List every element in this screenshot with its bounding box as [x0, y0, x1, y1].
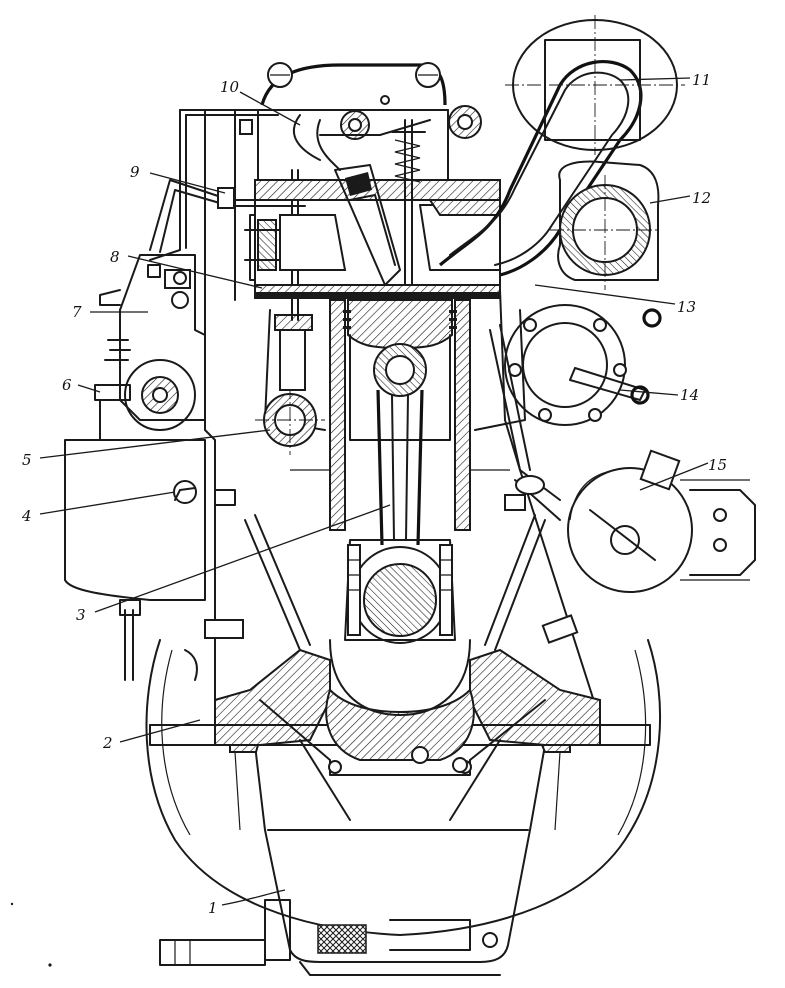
- callouts: 1 2 3 4 5 6 7 8 9 10 11 12 13: [21, 71, 727, 917]
- callout-2: 2: [102, 734, 113, 752]
- alternator: [514, 449, 756, 593]
- callout-15: 15: [708, 456, 727, 474]
- callout-3: 3: [76, 606, 86, 624]
- intake-manifold: [244, 214, 281, 281]
- piston: [343, 299, 457, 441]
- rocker-cover: [257, 62, 482, 181]
- scan-speck: [48, 963, 52, 967]
- callout-6: 6: [62, 376, 72, 394]
- fuel-lines: [149, 109, 306, 261]
- exhaust-manifold: [438, 15, 685, 277]
- callout-10: 10: [220, 78, 240, 96]
- fuel-injector: [293, 114, 401, 286]
- camshaft: [255, 169, 325, 455]
- callout-14: 14: [680, 386, 699, 404]
- scan-speck: [10, 902, 14, 906]
- connecting-rod: [329, 389, 471, 716]
- oil-sump: [159, 744, 571, 976]
- callout-13: 13: [677, 298, 696, 316]
- callout-5: 5: [22, 451, 32, 469]
- auxiliary-drive: [489, 304, 662, 471]
- callout-7: 7: [72, 303, 82, 321]
- callout-1: 1: [208, 899, 218, 917]
- callout-11: 11: [692, 71, 711, 89]
- flywheel-housing: [145, 639, 662, 936]
- compressor-housing: [550, 160, 660, 290]
- cylinder-head: [254, 119, 501, 299]
- callout-4: 4: [21, 507, 32, 525]
- fasteners: [411, 494, 579, 773]
- callout-9: 9: [130, 163, 140, 181]
- callout-8: 8: [110, 248, 120, 266]
- fuel-injection-pump: [94, 254, 206, 441]
- cylinder-liner: [264, 299, 526, 531]
- left-bracket: [64, 439, 244, 681]
- callout-12: 12: [692, 189, 711, 207]
